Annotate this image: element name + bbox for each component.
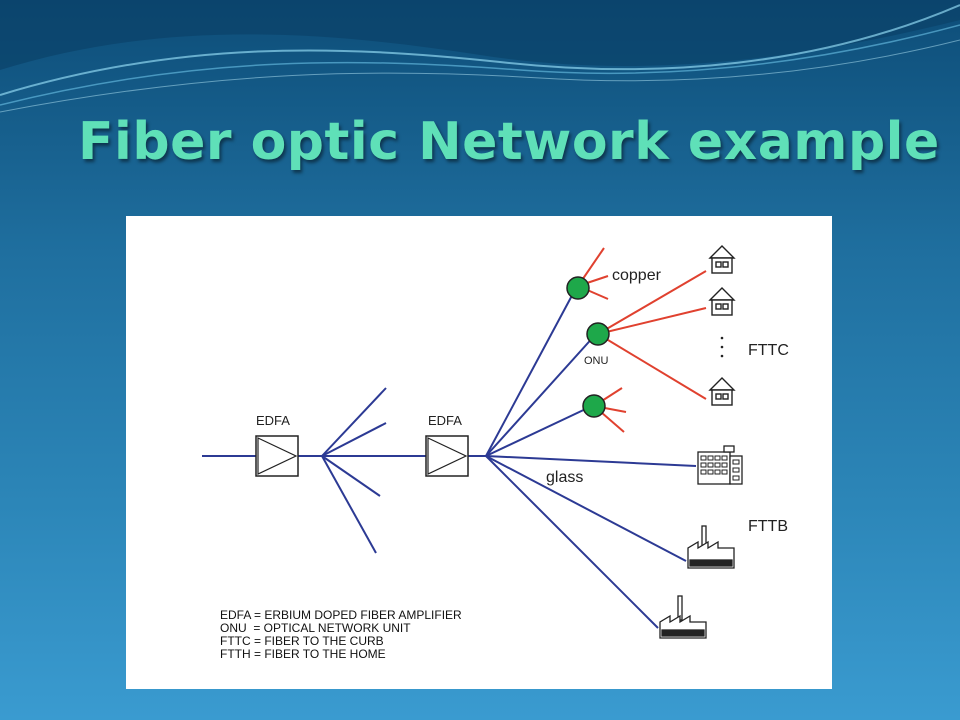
edfa-amplifier-1: EDFA [255, 413, 299, 477]
legend-line: FTTH = FIBER TO THE HOME [220, 647, 386, 661]
fiber-lines [202, 287, 697, 629]
network-diagram: EDFA EDFA [126, 216, 832, 689]
fttc-label: FTTC [748, 342, 789, 359]
onu-nodes [566, 276, 610, 418]
fiber-to-factory-2 [485, 455, 659, 629]
glass-label: glass [546, 469, 583, 486]
slide-title: Fiber optic Network example [78, 112, 940, 172]
office-building-icon [697, 445, 743, 485]
splitter1-branch [321, 387, 387, 457]
house-icon [708, 245, 736, 274]
copper-label: copper [612, 267, 662, 284]
copper-to-house-3 [597, 333, 707, 400]
ellipsis-dots [720, 336, 724, 358]
onu-node [582, 394, 606, 418]
legend-line: EDFA = ERBIUM DOPED FIBER AMPLIFIER [220, 608, 462, 622]
edfa-amplifier-2: EDFA [425, 413, 469, 477]
fiber-to-onu-3 [485, 405, 593, 457]
header-wave-decoration [0, 0, 960, 113]
fttb-label: FTTB [748, 518, 788, 535]
fiber-to-factory-1 [485, 455, 687, 562]
house-icon [708, 287, 736, 316]
splitter1-branch [321, 455, 377, 554]
factory-icon [687, 525, 735, 569]
factory-icon [659, 595, 707, 639]
splitter1-branch [321, 455, 381, 497]
legend-line: ONU = OPTICAL NETWORK UNIT [220, 621, 411, 635]
fiber-to-onu-2 [485, 333, 597, 457]
edfa-label: EDFA [428, 413, 462, 428]
onu-node [566, 276, 590, 300]
splitter1-branch [321, 422, 387, 457]
onu-label: ONU [584, 355, 609, 367]
onu-node [586, 322, 610, 346]
copper-to-house-1 [597, 270, 707, 335]
network-diagram-svg: EDFA EDFA [202, 245, 789, 661]
copper-to-house-2 [597, 307, 707, 335]
house-icon [708, 377, 736, 406]
fiber-to-onu-1 [485, 287, 577, 457]
fiber-to-office-building [485, 455, 697, 467]
edfa-label: EDFA [256, 413, 290, 428]
legend-line: FTTC = FIBER TO THE CURB [220, 634, 384, 648]
legend: EDFA = ERBIUM DOPED FIBER AMPLIFIER ONU … [220, 608, 462, 661]
